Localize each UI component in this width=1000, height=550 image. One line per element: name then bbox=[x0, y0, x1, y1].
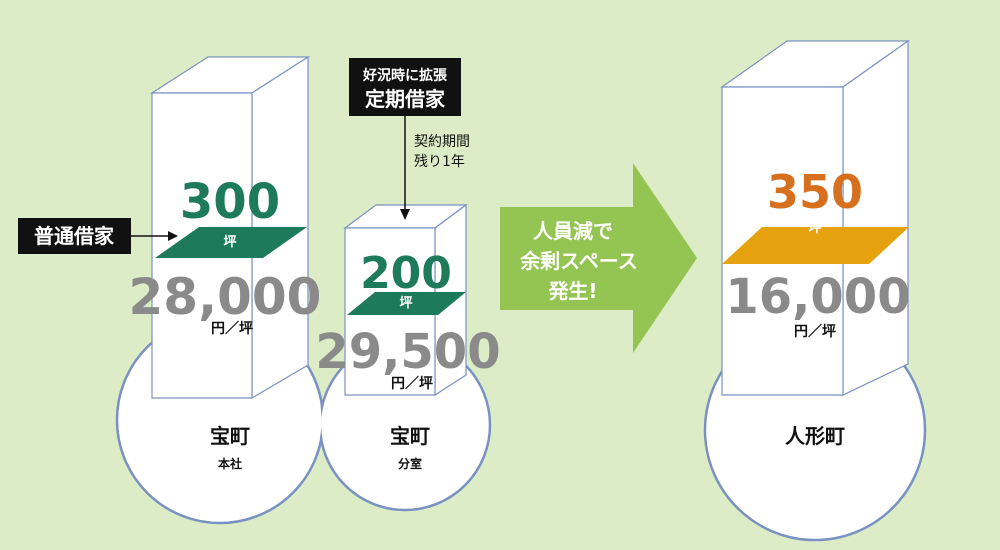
building-a-location-sub: 本社 bbox=[218, 456, 242, 471]
fixed-lease-label-line2: 定期借家 bbox=[365, 87, 446, 111]
center-arrow-line2: 余剰スペース bbox=[519, 249, 638, 273]
building-b-rent-unit: 円／坪 bbox=[391, 376, 433, 392]
center-arrow: 人員減で 余剰スペース 発生! bbox=[500, 163, 697, 353]
fixed-lease-arrowhead bbox=[400, 209, 410, 220]
center-arrow-line3: 発生! bbox=[547, 279, 597, 303]
building-b-location-name: 宝町 bbox=[390, 424, 430, 448]
building-a-floor-plate bbox=[155, 227, 307, 258]
building-c-area-unit: 坪 bbox=[808, 221, 821, 236]
building-a-location-name: 宝町 bbox=[210, 424, 250, 448]
fixed-lease-label-line1: 好況時に拡張 bbox=[362, 67, 448, 84]
building-b-area-number: 200 bbox=[360, 248, 452, 299]
building-c-area-number: 350 bbox=[767, 165, 863, 219]
center-arrow-line1: 人員減で bbox=[533, 219, 613, 243]
building-c-location-name: 人形町 bbox=[785, 424, 845, 448]
building-a bbox=[149, 55, 311, 400]
building-b-floor-plate bbox=[347, 292, 466, 315]
building-a-rent-unit: 円／坪 bbox=[211, 321, 253, 337]
building-c-rent-unit: 円／坪 bbox=[794, 324, 836, 340]
fixed-lease-callout: 好況時に拡張 定期借家 bbox=[349, 58, 461, 220]
building-c-rent-number: 16,000 bbox=[725, 269, 910, 325]
normal-lease-callout: 普通借家 bbox=[18, 218, 178, 254]
normal-lease-arrowhead bbox=[168, 231, 178, 241]
contract-note-line1: 契約期間 bbox=[414, 134, 470, 150]
building-a-area-number: 300 bbox=[180, 174, 280, 230]
building-a-rent-number: 28,000 bbox=[129, 268, 322, 326]
building-b-area-unit: 坪 bbox=[399, 296, 412, 311]
building-c-floor-plate bbox=[722, 227, 909, 264]
normal-lease-label: 普通借家 bbox=[34, 224, 115, 248]
contract-note-line2: 残り1年 bbox=[414, 154, 465, 170]
building-b-rent-number: 29,500 bbox=[315, 324, 500, 380]
building-b-location-sub: 分室 bbox=[398, 456, 422, 471]
building-a-area-unit: 坪 bbox=[223, 235, 236, 250]
building-c bbox=[720, 39, 910, 396]
building-b bbox=[343, 203, 468, 397]
